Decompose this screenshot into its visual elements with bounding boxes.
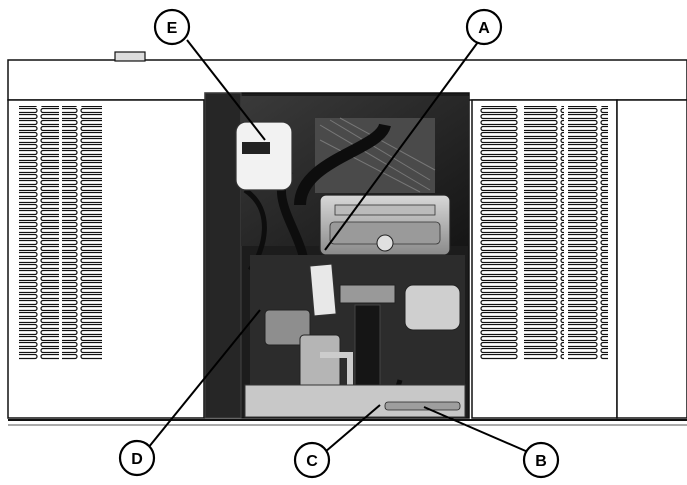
- callout-d: D: [118, 439, 156, 477]
- leader-line-b: [423, 406, 529, 453]
- right-louvers: [480, 106, 608, 360]
- leader-line-e: [186, 39, 266, 141]
- coolant-bottle: [235, 121, 293, 191]
- upper-hose: [294, 122, 391, 206]
- callout-b-label: B: [535, 453, 547, 470]
- louver-column: [62, 106, 102, 360]
- callout-b: B: [522, 441, 560, 479]
- callout-c-label: C: [306, 453, 318, 470]
- louver-column: [480, 106, 520, 360]
- left-louvers: [19, 106, 102, 360]
- fuel-regulator: [264, 309, 311, 346]
- leader-line-a: [324, 41, 479, 251]
- callout-d-label: D: [131, 451, 143, 468]
- door-frame: [204, 92, 242, 419]
- callout-a-label: A: [478, 20, 490, 37]
- louver-column: [568, 106, 608, 360]
- callout-e-label: E: [167, 20, 178, 37]
- leader-lines: [147, 39, 529, 453]
- leader-line-c: [324, 404, 381, 453]
- engine-compartment: [204, 92, 470, 419]
- starter-motor: [404, 284, 461, 331]
- drain-tube: [384, 401, 461, 411]
- callout-e: E: [153, 8, 191, 46]
- floor-pan: [244, 384, 466, 418]
- tag-label: [309, 263, 337, 317]
- callout-a: A: [465, 8, 503, 46]
- roof-handle: [114, 51, 146, 62]
- louver-column: [524, 106, 564, 360]
- far-right-panel: [616, 99, 687, 419]
- louver-column: [19, 106, 59, 360]
- callout-c: C: [293, 441, 331, 479]
- leader-line-d: [147, 309, 261, 449]
